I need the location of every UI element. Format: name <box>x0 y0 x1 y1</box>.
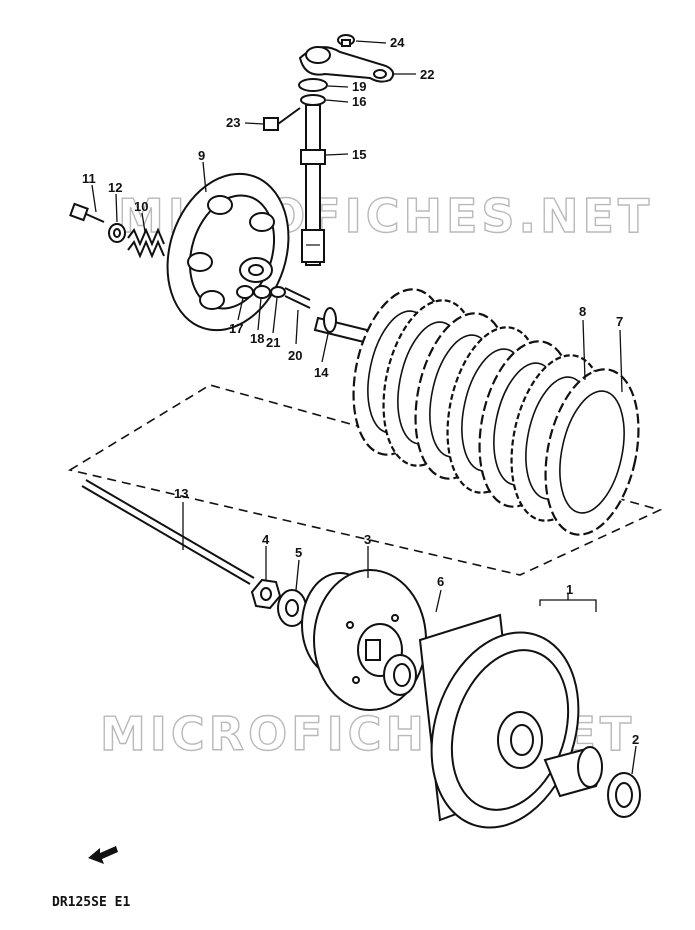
assembly-outline <box>67 384 663 576</box>
label-part-5: 5 <box>295 545 302 560</box>
clutch-plate-inner <box>559 390 625 514</box>
label-part-6: 6 <box>437 574 444 589</box>
label-part-11: 11 <box>82 171 96 186</box>
label-part-20: 20 <box>288 348 302 363</box>
pressure-plate <box>166 172 290 332</box>
label-part-23: 23 <box>226 115 240 130</box>
diagram-code: DR125SE E1 <box>52 895 130 910</box>
label-part-2: 2 <box>632 732 639 747</box>
washer <box>277 589 307 627</box>
label-part-10: 10 <box>134 199 148 214</box>
label-part-19: 19 <box>352 79 366 94</box>
leader-lines <box>91 40 637 775</box>
clutch-plate-outer <box>544 368 640 536</box>
label-part-7: 7 <box>616 314 623 329</box>
spacer-washer <box>607 772 641 818</box>
label-part-3: 3 <box>364 532 371 547</box>
label-part-17: 17 <box>229 321 243 336</box>
label-part-16: 16 <box>352 94 366 109</box>
push-rod <box>81 485 251 585</box>
label-part-18: 18 <box>250 331 264 346</box>
label-part-24: 24 <box>390 35 405 50</box>
clutch-nut <box>250 578 282 610</box>
label-part-21: 21 <box>266 335 280 350</box>
label-part-8: 8 <box>579 304 586 319</box>
thrust-washer <box>383 654 417 696</box>
label-part-4: 4 <box>262 532 270 547</box>
label-part-12: 12 <box>108 180 122 195</box>
label-part-9: 9 <box>198 148 205 163</box>
label-part-1: 1 <box>566 582 573 597</box>
label-part-14: 14 <box>314 365 329 380</box>
spring-bolt-set <box>69 202 165 259</box>
label-part-22: 22 <box>420 67 434 82</box>
clutch-plates-stack <box>352 288 640 536</box>
label-part-15: 15 <box>352 147 366 162</box>
front-arrow-icon <box>88 846 118 864</box>
clutch-housing <box>418 613 603 829</box>
part-labels: 1 2 3 4 5 6 7 8 9 10 11 12 13 14 15 16 1… <box>82 35 639 747</box>
label-part-13: 13 <box>174 486 188 501</box>
release-arm-assembly <box>263 34 395 266</box>
